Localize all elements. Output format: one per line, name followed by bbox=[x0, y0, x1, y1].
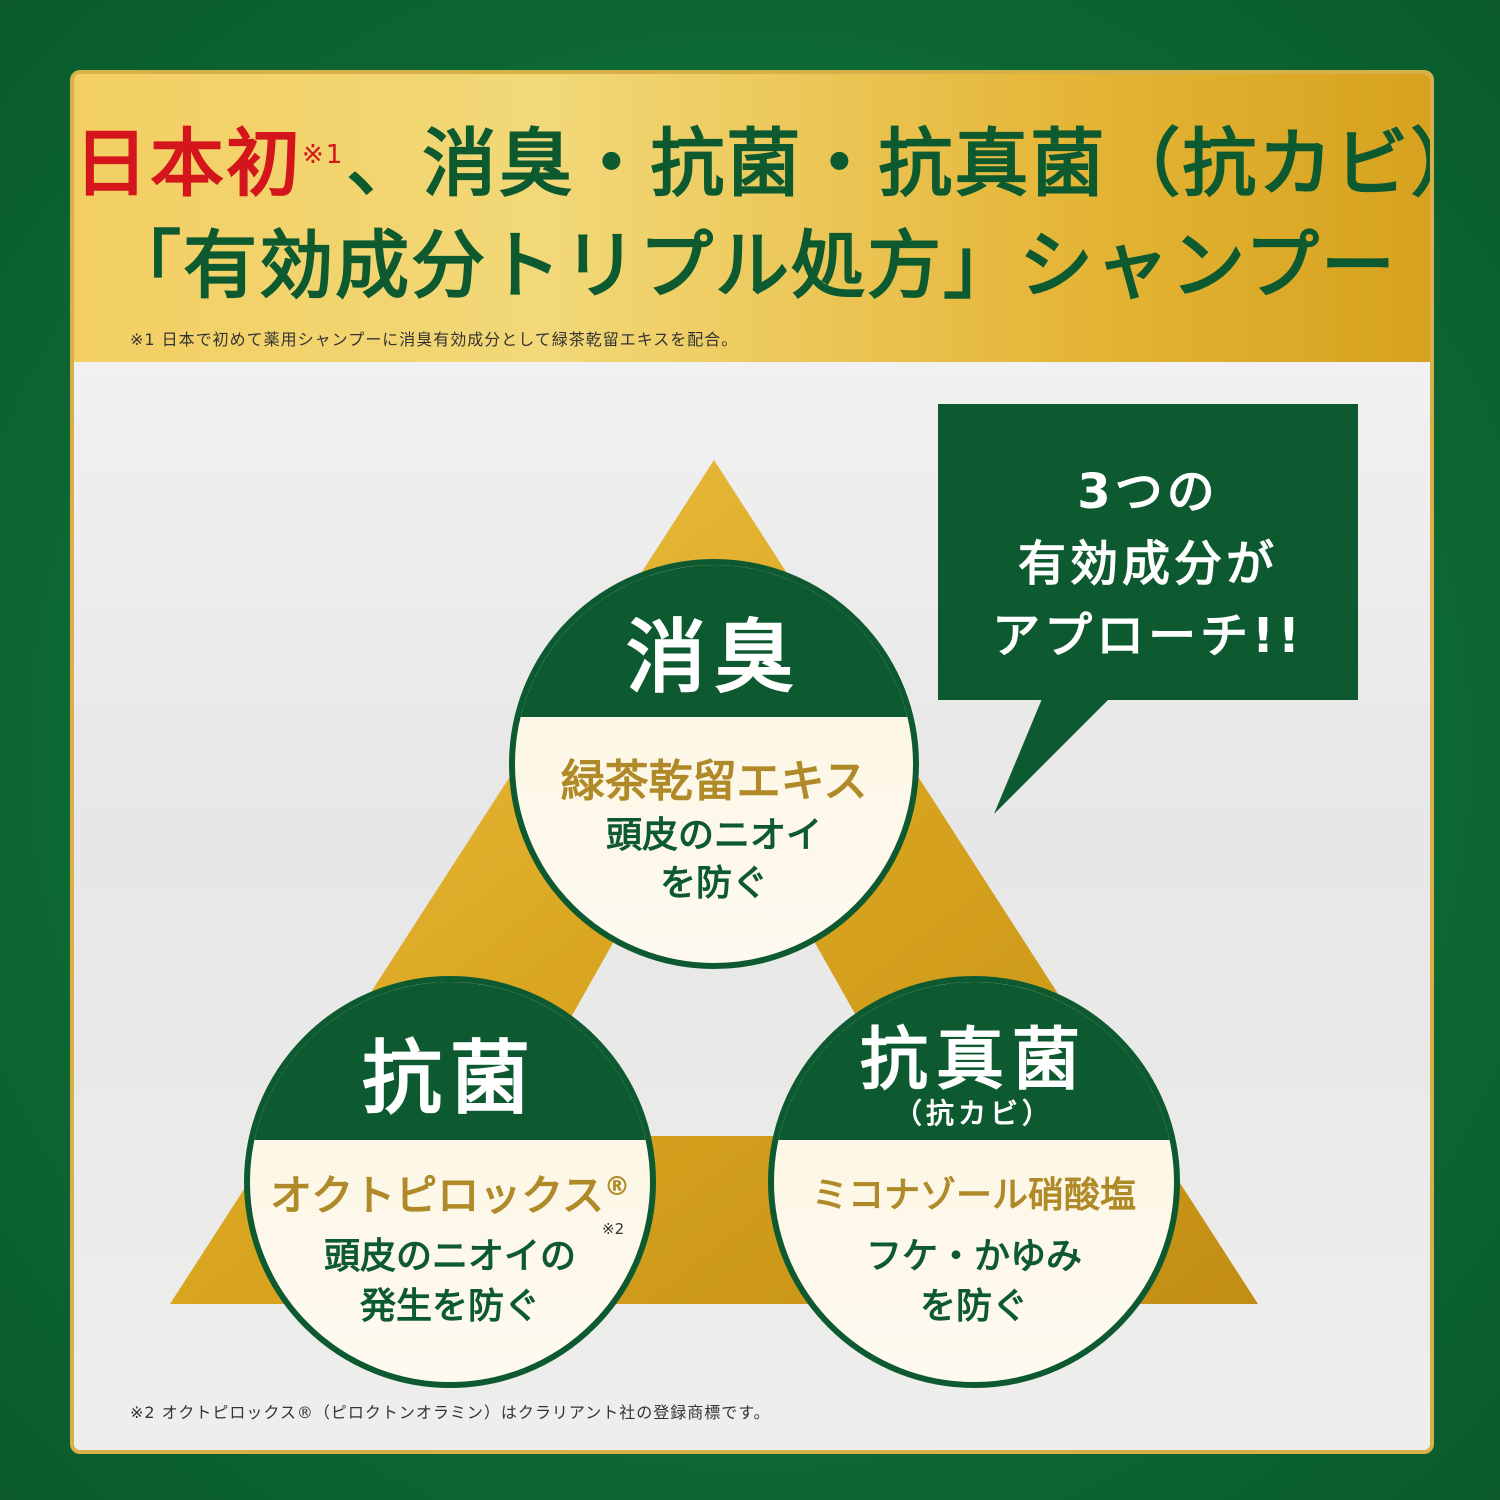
bubble-line-3: アプローチ!! bbox=[992, 608, 1304, 664]
speech-bubble: 3つの 有効成分が アプローチ!! bbox=[938, 404, 1358, 700]
headline-line-1: 日本初※1、消臭・抗菌・抗真菌（抗カビ） bbox=[74, 104, 1430, 211]
antibacterial-header bbox=[250, 982, 650, 1140]
main-panel: 日本初※1、消臭・抗菌・抗真菌（抗カビ） 「有効成分トリプル処方」シャンプー ※… bbox=[70, 70, 1434, 1454]
headline-line-2: 「有効成分トリプル処方」シャンプー bbox=[107, 223, 1397, 309]
antibacterial-circle: 抗菌 オクトピロックス® ※2 頭皮のニオイの 発生を防ぐ bbox=[244, 976, 656, 1388]
antifungal-circle: 抗真菌 （抗カビ） ミコナゾール硝酸塩 フケ・かゆみ を防ぐ bbox=[768, 976, 1180, 1388]
antibacterial-effect-2: 発生を防ぐ bbox=[359, 1286, 540, 1327]
antifungal-subtitle: （抗カビ） bbox=[893, 1097, 1054, 1130]
deodorant-header bbox=[515, 565, 913, 717]
deodorant-effect-2: を防ぐ bbox=[659, 863, 768, 904]
deodorant-effect-1: 頭皮のニオイ bbox=[605, 815, 822, 856]
registered-mark: ® bbox=[603, 1172, 630, 1202]
deodorant-title: 消臭 bbox=[626, 611, 802, 704]
header-banner: 日本初※1、消臭・抗菌・抗真菌（抗カビ） 「有効成分トリプル処方」シャンプー ※… bbox=[74, 74, 1430, 362]
footnote-marker-1: ※1 bbox=[302, 140, 345, 171]
footnote-marker-2: ※2 bbox=[602, 1220, 625, 1238]
antifungal-effect-1: フケ・かゆみ bbox=[865, 1236, 1082, 1277]
footnote-1: ※1 日本で初めて薬用シャンプーに消臭有効成分として緑茶乾留エキスを配合。 bbox=[130, 330, 739, 349]
antibacterial-effect-1: 頭皮のニオイの bbox=[323, 1236, 576, 1277]
antifungal-effect-2: を防ぐ bbox=[919, 1286, 1028, 1327]
deodorant-ingredient: 緑茶乾留エキス bbox=[560, 756, 868, 807]
headline-line-1-rest: 、消臭・抗菌・抗真菌（抗カビ） bbox=[346, 121, 1434, 207]
speech-bubble-tail bbox=[994, 694, 1114, 814]
deodorant-circle: 消臭 緑茶乾留エキス 頭皮のニオイ を防ぐ bbox=[509, 559, 919, 969]
bubble-line-1: 3つの bbox=[1077, 464, 1219, 520]
footnote-2: ※2 オクトピロックス®（ピロクトンオラミン）はクラリアント社の登録商標です。 bbox=[130, 1403, 771, 1422]
antifungal-header bbox=[774, 982, 1174, 1140]
antifungal-title: 抗真菌 bbox=[859, 1021, 1088, 1100]
antibacterial-title: 抗菌 bbox=[362, 1032, 538, 1125]
antibacterial-ingredient: オクトピロックス® bbox=[270, 1171, 630, 1220]
antifungal-ingredient: ミコナゾール硝酸塩 bbox=[811, 1175, 1136, 1216]
bubble-line-2: 有効成分が bbox=[1017, 536, 1278, 592]
japan-first-label: 日本初 bbox=[74, 121, 302, 207]
